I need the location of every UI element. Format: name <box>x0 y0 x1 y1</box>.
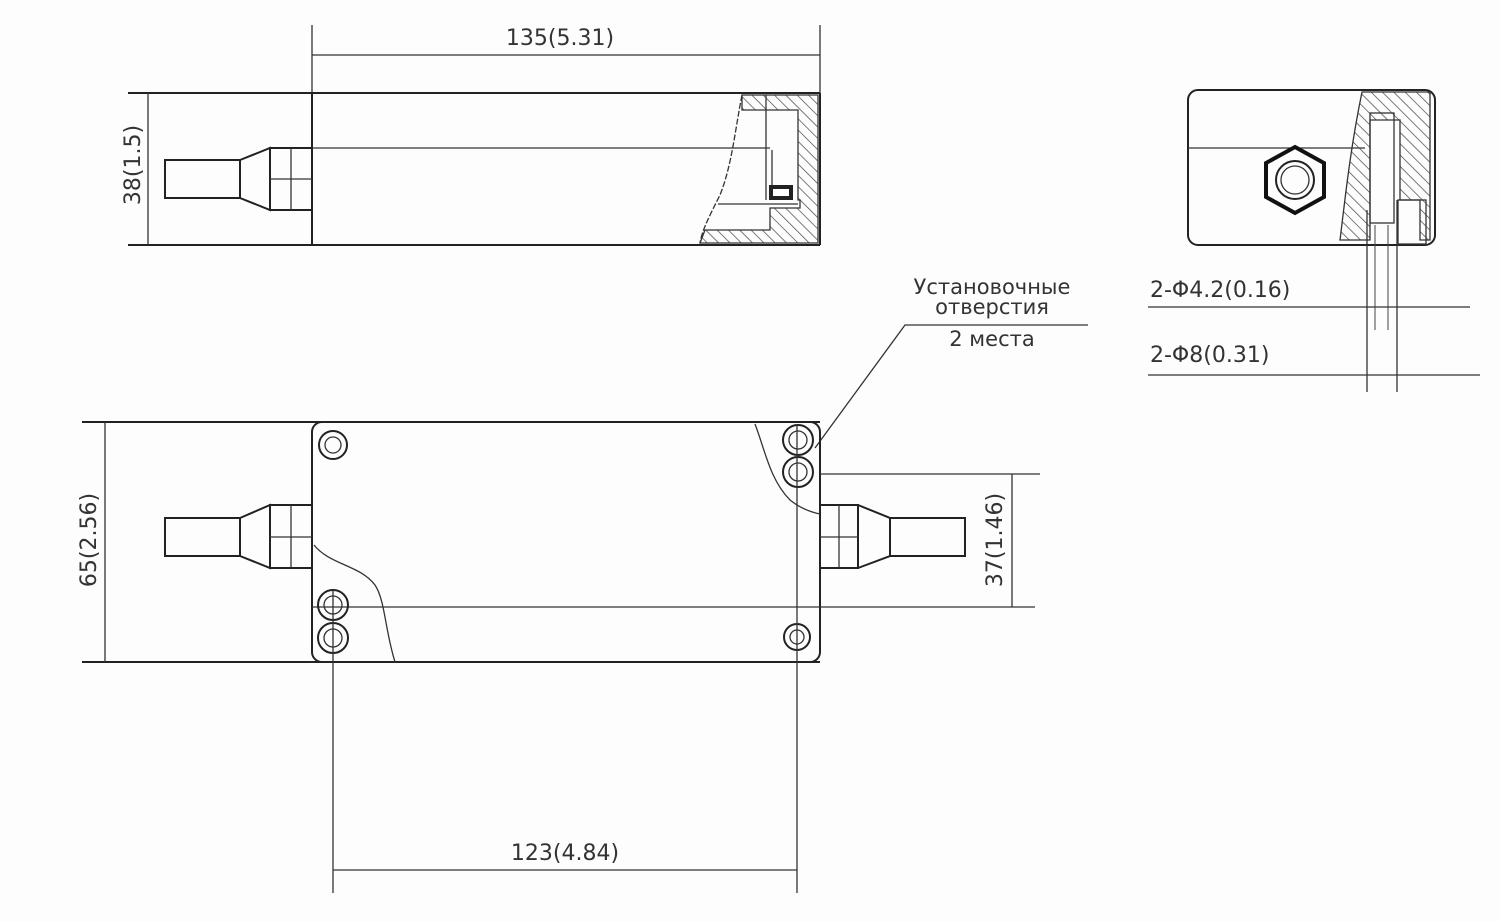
callout-line-2: отверстия <box>935 295 1049 319</box>
mounting-hole-icon <box>782 456 814 488</box>
mount-spacing-label: 37(1.46) <box>983 493 1008 587</box>
cutaway-section <box>699 94 819 244</box>
cable-gland-right <box>819 504 966 569</box>
cable-gland-left <box>164 146 313 212</box>
small-hole-label: 2-Φ4.2(0.16) <box>1150 278 1290 303</box>
mounting-holes-callout: Установочные отверстия 2 места <box>814 275 1088 449</box>
large-hole-label: 2-Φ8(0.31) <box>1150 343 1269 368</box>
callout-line-1: Установочные <box>914 275 1071 299</box>
hole-distance-label: 123(4.84) <box>511 841 619 866</box>
hex-nut-icon <box>1264 144 1326 216</box>
mounting-hole-icon <box>782 424 814 456</box>
height-dimension-label: 65(2.56) <box>77 493 102 587</box>
callout-line-3: 2 места <box>949 327 1034 351</box>
end-view: 2-Φ4.2(0.16) 2-Φ8(0.31) <box>1148 89 1480 392</box>
cable-gland-left <box>164 503 313 570</box>
bottom-view: 65(2.56) 37(1.46) 123(4.84) <box>77 421 1040 893</box>
height-dimension-label: 38(1.5) <box>121 125 146 205</box>
screw-icon <box>318 430 348 460</box>
width-dimension-label: 135(5.31) <box>506 26 614 51</box>
top-view: 135(5.31) 38(1.5) <box>121 25 821 246</box>
